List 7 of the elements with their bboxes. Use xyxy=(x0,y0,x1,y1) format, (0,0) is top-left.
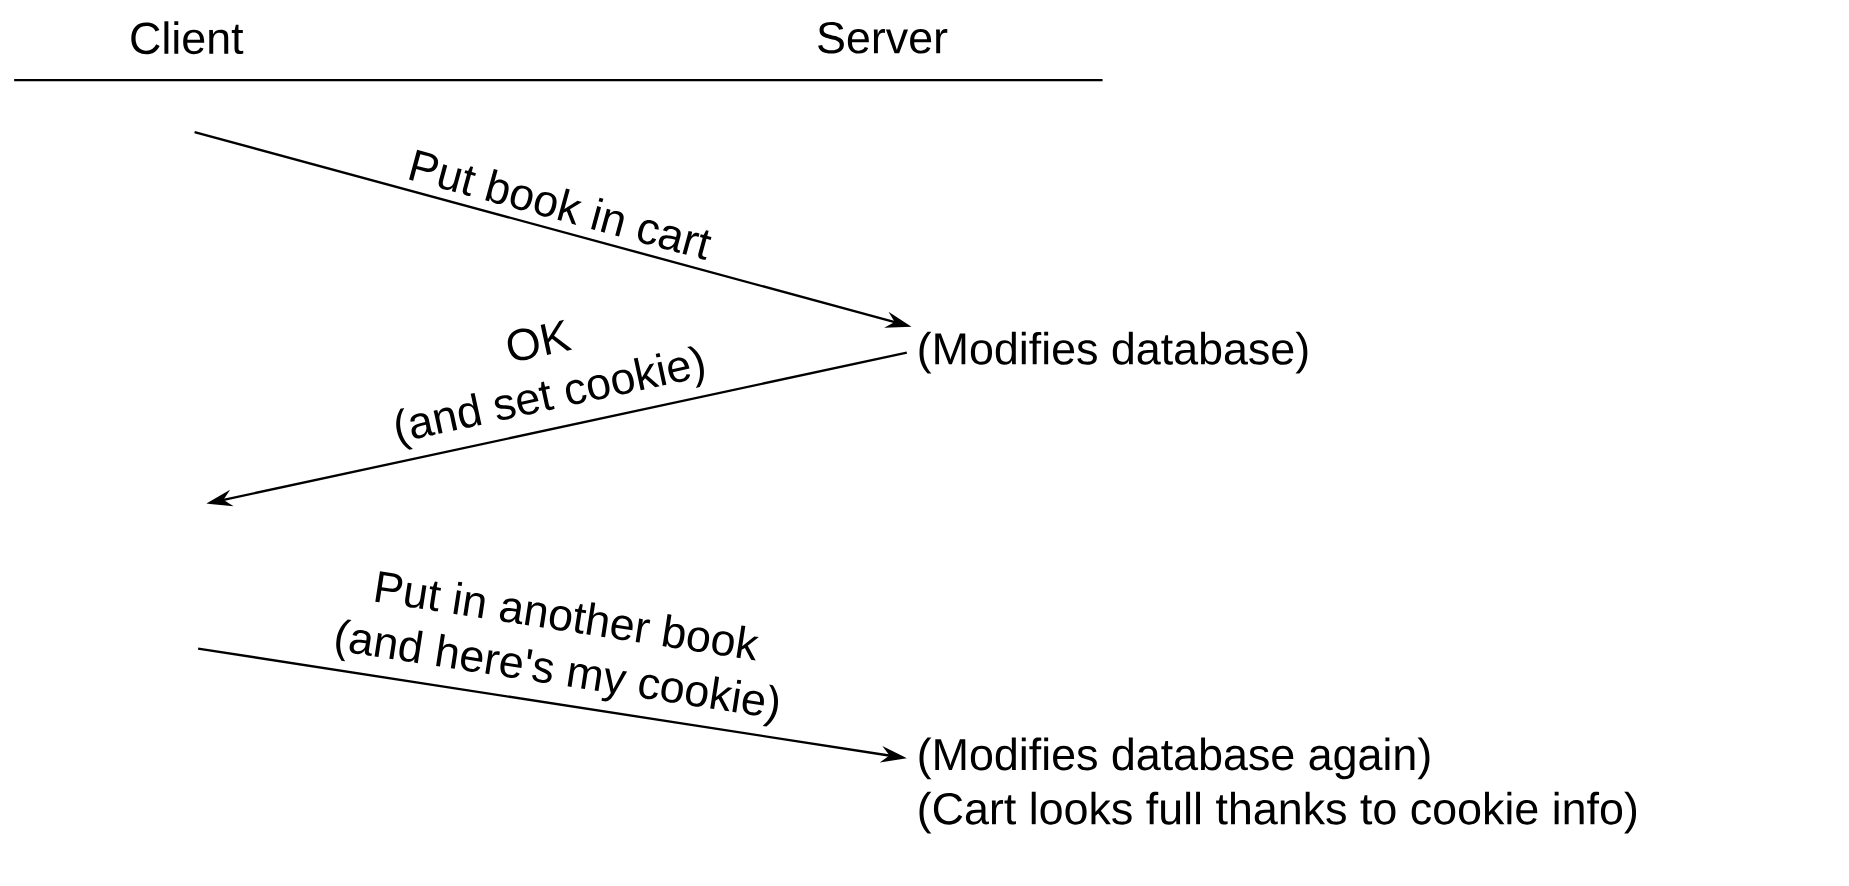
column-heading: Client xyxy=(131,21,244,55)
edge-label: OK (and set cookie) xyxy=(396,320,704,450)
status-note: (Modifies database) xyxy=(919,332,1308,374)
edge-label: Put book in cart xyxy=(409,150,712,261)
edge-label: Put in another book (and here's my cookie) xyxy=(336,571,778,727)
column-heading: Server xyxy=(818,22,948,54)
status-note: (Modifies database again) (Cart looks full thanks to cookie info) xyxy=(919,737,1637,834)
